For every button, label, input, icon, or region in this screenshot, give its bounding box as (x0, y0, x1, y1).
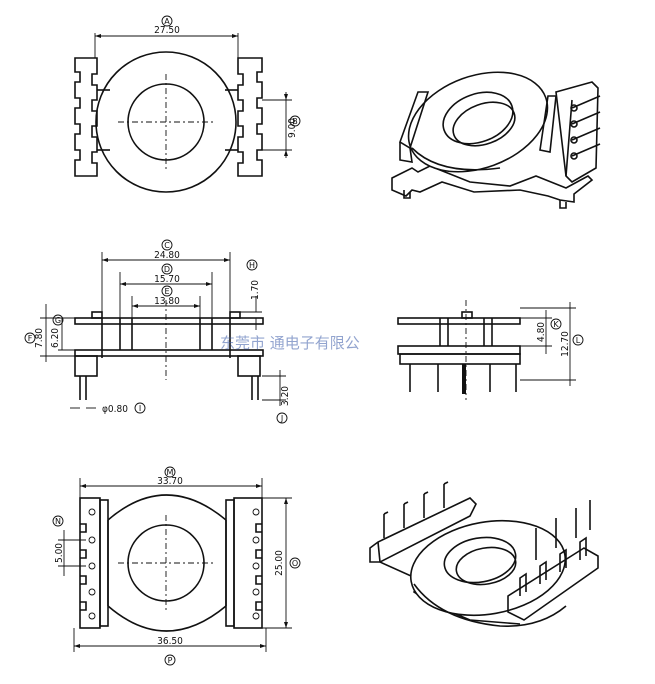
bottom-view: M 33.70 5.00 N 25.00 O 36.50 P (52, 466, 301, 666)
dim-f-tag: F (28, 334, 33, 343)
company-watermark: 东莞市 通电子有限公 (220, 334, 360, 352)
dim-k-tag: K (553, 320, 559, 329)
dim-l-value: 12.70 (560, 331, 571, 357)
dim-b-value: 9.00 (287, 118, 298, 138)
dim-e-tag: E (164, 287, 169, 296)
dim-k-value: 4.80 (536, 322, 547, 342)
dim-o-value: 25.00 (274, 550, 285, 576)
dim-j-value: 3.20 (280, 386, 291, 406)
dim-j-tag: J (280, 414, 283, 423)
dim-c-tag: C (164, 241, 170, 250)
dim-o-tag: O (292, 559, 298, 568)
dim-h-tag: H (249, 261, 255, 270)
side-view: 4.80 K 12.70 L (397, 300, 584, 400)
isometric-view-top (391, 71, 601, 209)
front-view: C 24.80 D 15.70 E 13.80 1.70 H 7.80 6.20 (24, 239, 291, 424)
top-view: A 27.50 9.00 B (74, 15, 301, 193)
dim-i-tag: I (139, 404, 141, 413)
dim-d-value: 15.70 (154, 274, 180, 285)
dim-n-tag: N (55, 517, 61, 526)
dim-g-value: 6.20 (50, 328, 61, 348)
dim-g-tag: G (55, 316, 61, 325)
dim-d-tag: D (164, 265, 170, 274)
dim-b-tag: B (292, 117, 298, 126)
dim-l-tag: L (576, 336, 581, 345)
dim-p-value: 36.50 (157, 636, 183, 647)
dim-i-value: φ0.80 (102, 404, 128, 415)
dim-p-tag: P (168, 656, 173, 665)
dim-c-value: 24.80 (154, 250, 180, 261)
isometric-view-bottom (369, 481, 599, 627)
dim-e-value: 13.80 (154, 296, 180, 307)
dim-m-value: 33.70 (157, 476, 183, 487)
dim-a-tag: A (164, 17, 170, 26)
dim-m-tag: M (167, 468, 174, 477)
dim-a-value: 27.50 (154, 25, 180, 36)
dim-n-value: 5.00 (54, 543, 65, 563)
dim-f-value: 7.80 (34, 328, 45, 348)
dim-h-value: 1.70 (250, 280, 261, 300)
